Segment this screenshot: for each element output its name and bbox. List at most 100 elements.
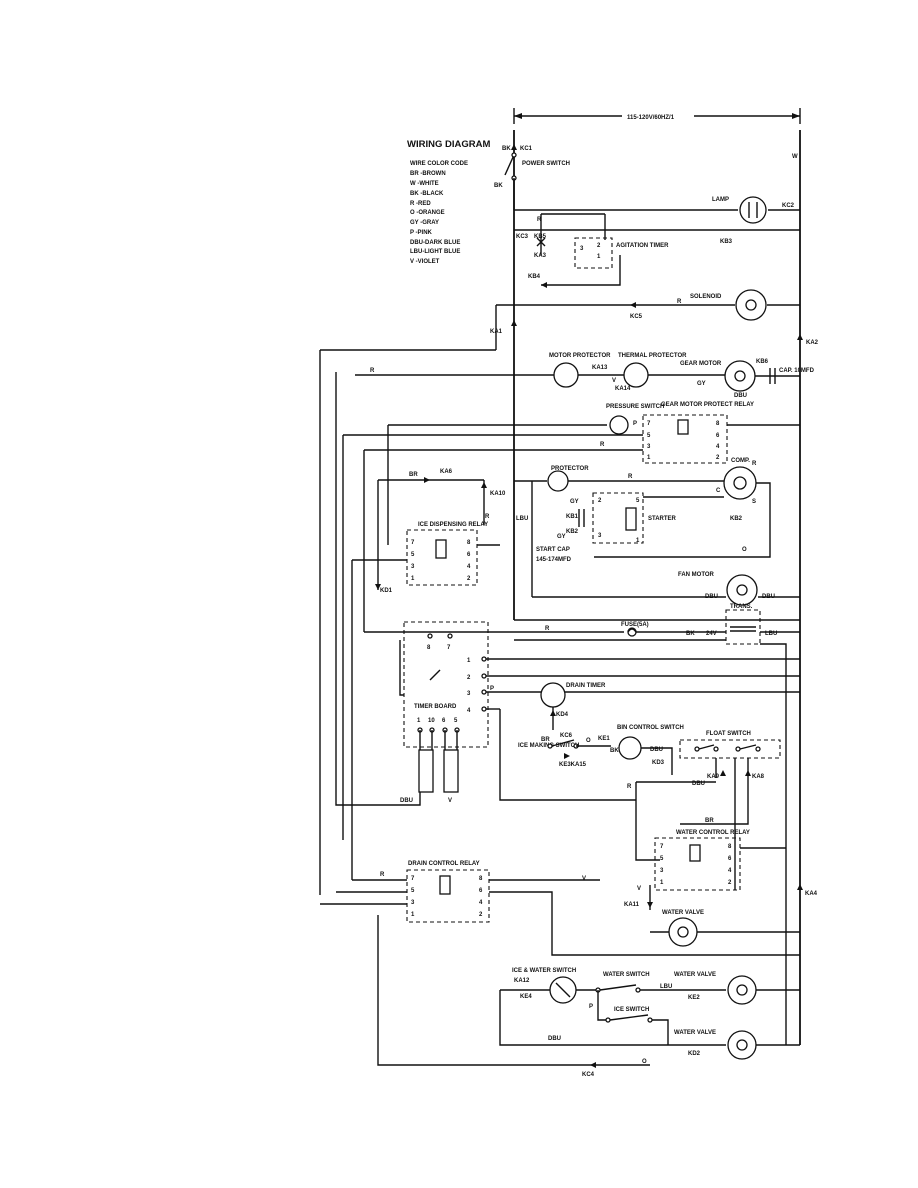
svg-text:2: 2 [479,912,483,918]
svg-text:8: 8 [427,645,431,651]
svg-text:O: O [742,547,747,553]
svg-text:KA1: KA1 [490,329,503,335]
svg-text:KB4: KB4 [528,274,541,280]
svg-text:3: 3 [660,868,664,874]
drain-timer: DRAIN TIMER KD4 KC6 BR ICE MAKING SWITCH… [518,682,800,790]
svg-text:KB3: KB3 [720,239,733,245]
fan-motor-label: FAN MOTOR [678,572,715,578]
svg-text:KA9: KA9 [707,774,720,780]
thermal-protector-label: THERMAL PROTECTOR [618,353,687,359]
svg-text:KC5: KC5 [630,314,643,320]
svg-text:KD3: KD3 [652,760,665,766]
svg-text:4: 4 [467,564,471,570]
svg-text:KB2: KB2 [730,516,743,522]
svg-text:KD2: KD2 [688,1051,701,1057]
wire-color-legend: WIRING DIAGRAM WIRE COLOR CODE BR -BROWN… [407,139,490,265]
drain-timer-label: DRAIN TIMER [566,683,606,689]
water-switch-label: WATER SWITCH [603,972,650,978]
svg-text:DBU: DBU [734,393,747,399]
transformer: TRANS. R FUSE(5A) BK 24V LBU [364,604,800,1045]
svg-text:R: R [537,217,542,223]
svg-text:6: 6 [479,888,483,894]
start-cap-label: START CAP [536,547,570,553]
power-switch-label: POWER SWITCH [522,161,570,167]
svg-text:5: 5 [454,718,458,724]
svg-text:KE3KA15: KE3KA15 [559,762,587,768]
svg-text:BR: BR [409,472,418,478]
svg-text:O: O [642,1059,647,1065]
solenoid-label: SOLENOID [690,294,722,300]
svg-text:8: 8 [467,540,471,546]
svg-text:2: 2 [716,455,720,461]
svg-text:R: R [370,368,375,374]
svg-text:7: 7 [647,421,651,427]
svg-text:KB2: KB2 [566,529,579,535]
terminals-ka1-ka2: KA1 KA2 [490,320,819,346]
svg-text:BK: BK [686,631,695,637]
svg-text:BK: BK [502,146,511,152]
svg-text:KC3: KC3 [516,234,529,240]
svg-text:24V: 24V [706,631,717,637]
svg-text:R: R [627,784,632,790]
ice-switch-label: ICE SWITCH [614,1007,649,1013]
svg-text:DBU: DBU [400,798,413,804]
bin-control-switch-label: BIN CONTROL SWITCH [617,725,684,731]
gear-motor-protect-relay: PRESSURE SWITCH P GEAR MOTOR PROTECT REL… [342,402,800,840]
svg-text:KA8: KA8 [752,774,765,780]
svg-text:7: 7 [447,645,451,651]
gear-motor-relay-label: GEAR MOTOR PROTECT RELAY [661,402,754,408]
svg-text:3: 3 [598,533,602,539]
trans-label: TRANS. [730,604,753,610]
svg-text:P: P [633,421,637,427]
water-valve-label: WATER VALVE [662,910,704,916]
svg-text:6: 6 [442,718,446,724]
svg-text:10: 10 [428,718,435,724]
svg-text:R: R [485,514,490,520]
svg-text:P: P [589,1004,593,1010]
start-cap-value: 145-174MFD [536,557,572,563]
svg-text:1: 1 [660,880,664,886]
gear-motor-label: GEAR MOTOR [680,361,722,367]
svg-text:GY: GY [557,534,566,540]
legend-item: GY -GRAY [410,220,439,226]
svg-text:DBU: DBU [650,747,663,753]
svg-text:7: 7 [411,876,415,882]
timer-board: TIMER BOARD 8 7 1 2 3 4 1 10 6 5 P DBU V [335,372,800,806]
legend-item: R -RED [410,201,431,207]
supply-label: 115-120V/60HZ/1 [627,115,675,121]
svg-text:1: 1 [636,538,640,544]
svg-text:R: R [752,461,757,467]
svg-text:4: 4 [479,900,483,906]
svg-text:6: 6 [467,552,471,558]
svg-text:KE4: KE4 [520,994,532,1000]
legend-heading: WIRE COLOR CODE [410,161,468,167]
svg-text:BR: BR [541,737,550,743]
svg-text:KA6: KA6 [440,469,453,475]
svg-text:KA2: KA2 [806,340,819,346]
svg-text:5: 5 [636,498,640,504]
svg-text:DBU: DBU [762,594,775,600]
svg-text:BK: BK [610,748,619,754]
svg-text:3: 3 [580,246,584,252]
svg-text:KA13: KA13 [592,365,608,371]
svg-text:LBU: LBU [660,984,672,990]
svg-text:5: 5 [411,552,415,558]
pressure-switch-label: PRESSURE SWITCH [606,404,664,410]
svg-text:3: 3 [647,444,651,450]
svg-text:R: R [677,299,682,305]
supply-rating: 115-120V/60HZ/1 [513,108,801,124]
svg-text:KC4: KC4 [582,1072,595,1078]
svg-text:1: 1 [467,658,471,664]
svg-text:KC1: KC1 [520,146,533,152]
legend-item: W -WHITE [410,181,439,187]
svg-text:4: 4 [467,708,471,714]
svg-text:2: 2 [597,243,601,249]
svg-text:BK: BK [494,183,503,189]
protector-label: PROTECTOR [551,466,589,472]
drain-control-relay: DRAIN CONTROL RELAY 7 5 3 1 8 6 4 2 R V [320,560,800,1066]
svg-text:2: 2 [467,675,471,681]
fan-motor: FAN MOTOR DBU DBU [532,572,800,606]
svg-text:KD4: KD4 [556,712,569,718]
svg-text:GY: GY [697,381,706,387]
float-switch: FLOAT SWITCH KA9 KA8 DBU BR [635,731,781,890]
